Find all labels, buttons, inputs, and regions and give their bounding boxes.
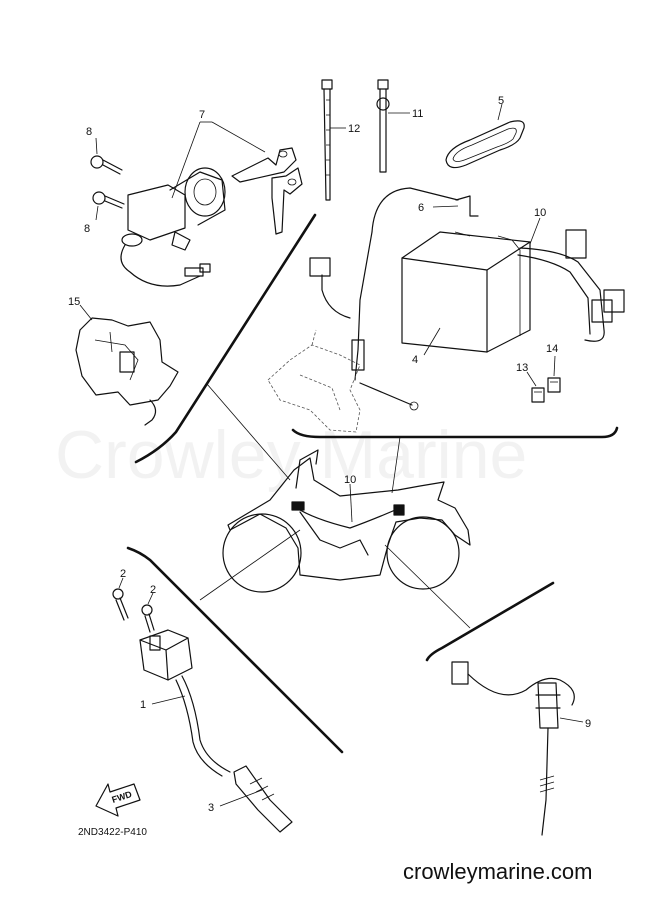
callout-1: 1	[140, 699, 146, 711]
frame-outline-dashed	[267, 329, 361, 433]
motorcycle-silhouette	[222, 449, 471, 593]
fwd-arrow: FWD	[95, 783, 141, 817]
fuse-holder-lead	[517, 229, 625, 342]
bracket-top-right	[291, 426, 619, 439]
callout-9: 9	[585, 718, 591, 730]
screw-upper	[90, 155, 123, 175]
coil-bolt-right	[141, 604, 155, 633]
callout-labels: 8 8 7 15 12 11 5 6 10 4 13 14 10 2 2 1 3…	[68, 95, 591, 814]
battery-band	[371, 187, 479, 233]
spark-plug-cap	[233, 765, 293, 833]
callout-6: 6	[418, 202, 424, 214]
rubber-band	[445, 120, 525, 169]
callout-8-upper: 8	[86, 126, 92, 138]
callout-15: 15	[68, 296, 80, 308]
callout-8-lower: 8	[84, 223, 90, 235]
ecu-cover	[75, 317, 179, 426]
bracket-bottom-right	[425, 581, 555, 662]
drawing-code: 2ND3422-P410	[78, 827, 147, 838]
callout-13: 13	[516, 362, 528, 374]
bracket-bottom-left	[126, 546, 344, 754]
callout-7: 7	[199, 109, 205, 121]
wire-harness	[291, 501, 405, 556]
callout-4: 4	[412, 354, 418, 366]
fwd-label: FWD	[111, 789, 134, 805]
screw-lower	[92, 191, 125, 209]
callout-2-left: 2	[120, 568, 126, 580]
callout-2-right: 2	[150, 584, 156, 596]
callout-14: 14	[546, 343, 558, 355]
fuse	[531, 387, 545, 403]
callout-5: 5	[498, 95, 504, 107]
bracket-top-left	[134, 213, 317, 464]
battery	[401, 231, 531, 353]
callout-10-top: 10	[534, 207, 546, 219]
callout-10-harness: 10	[344, 474, 356, 486]
callout-11: 11	[412, 108, 423, 120]
fuse-spare	[547, 377, 561, 393]
cable-tie-12	[321, 79, 333, 201]
sensor-switch	[451, 661, 575, 836]
callout-12: 12	[348, 123, 360, 135]
ignition-coil	[139, 629, 231, 777]
section-brackets	[126, 213, 619, 754]
battery-leads	[309, 231, 419, 411]
website-label: crowleymarine.com	[403, 859, 593, 884]
main-switch-assembly	[120, 147, 303, 287]
coil-bolt-left	[112, 588, 129, 621]
watermark-text: Crowley Marine	[55, 417, 527, 493]
cable-tie-11	[376, 79, 390, 173]
callout-3: 3	[208, 802, 214, 814]
